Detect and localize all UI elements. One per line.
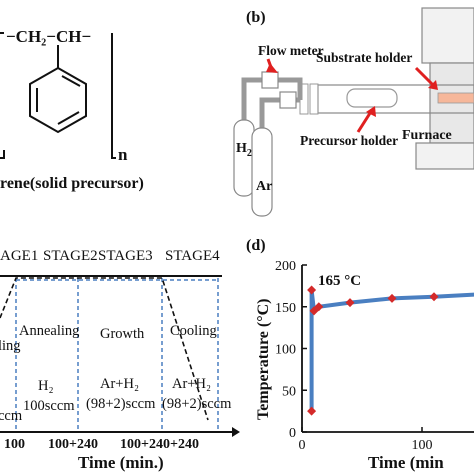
benzene-double-bond-2 xyxy=(57,111,80,125)
furnace-base xyxy=(415,142,474,170)
x-tick-label: 0 xyxy=(299,438,306,453)
cooling-gas: Ar+H₂ xyxy=(172,376,211,392)
mixed-gas-line xyxy=(278,77,303,100)
ar-label: Ar xyxy=(256,179,272,194)
x-tick-label: 100 xyxy=(412,438,433,453)
y-axis-label: Temperature (°C) xyxy=(255,299,272,420)
y-tick-label: 50 xyxy=(282,384,296,399)
substrate-holder-label: Substrate holder xyxy=(316,50,412,65)
flow-meter-label: Flow meter xyxy=(258,43,324,58)
substrate xyxy=(437,92,474,104)
phase-annealing: Annealing xyxy=(19,323,79,339)
precursor-arrowhead xyxy=(366,106,376,117)
furnace-label: Furnace xyxy=(402,128,452,143)
y-tick-label: 0 xyxy=(289,426,296,441)
benzene-double-bond-1 xyxy=(61,75,81,87)
substrate-arrowhead xyxy=(428,80,438,90)
data-point-marker xyxy=(387,293,397,303)
tick-100: 100 xyxy=(4,437,25,452)
precursor-holder-label: Precursor holder xyxy=(300,133,398,148)
tube-coupling-b xyxy=(309,83,319,115)
temperature-profile xyxy=(0,277,209,421)
panel-c-x-axis-arrow xyxy=(232,427,240,437)
y-tick-label: 200 xyxy=(275,259,296,274)
repeat-bracket-left-bottom xyxy=(0,150,5,159)
data-point-marker xyxy=(314,302,324,312)
annotation-165: 165 °C xyxy=(318,273,361,289)
y-ticks: 0 50 100 150 200 xyxy=(275,259,307,441)
flow-meter-arrowhead xyxy=(266,63,278,73)
data-point-marker xyxy=(429,292,439,302)
annealing-flow: 100sccm xyxy=(23,398,75,414)
flow-meter-h2 xyxy=(261,71,279,89)
phase-heating-fragment: ling xyxy=(0,338,21,354)
stage-label-1: AGE1 xyxy=(0,248,38,264)
y-tick-label: 100 xyxy=(275,343,296,358)
panel-d-label: (d) xyxy=(246,237,266,254)
benzene-ring xyxy=(29,66,87,134)
panel-c: AGE1 STAGE2 STAGE3 STAGE4 Annealing Grow… xyxy=(0,248,240,472)
panel-a-caption: rene(solid precursor) xyxy=(0,175,144,192)
panel-d-x-label: Time (min xyxy=(368,453,444,472)
growth-gas: Ar+H₂ xyxy=(100,376,139,392)
substrate-holder-arrow xyxy=(414,66,436,88)
flow-fragment: ccm xyxy=(0,408,23,424)
data-point-marker xyxy=(307,406,317,416)
y-tick-label: 150 xyxy=(275,301,296,316)
tick-100-240: 100+240 xyxy=(48,437,98,452)
panel-c-x-label: Time (min.) xyxy=(78,453,164,472)
stage-label-4: STAGE4 xyxy=(165,248,220,264)
furnace-top xyxy=(421,7,474,64)
phase-growth: Growth xyxy=(100,326,145,342)
polymer-chain-label: −CH₂−CH− xyxy=(6,27,91,46)
growth-flow: (98+2)sccm xyxy=(86,396,156,412)
h2-label: H2 xyxy=(236,141,252,159)
ar-cylinder xyxy=(251,127,273,217)
series-line xyxy=(309,289,474,412)
subscript-n: n xyxy=(118,145,128,164)
flow-meter-ar xyxy=(279,91,297,109)
annealing-gas: H₂ xyxy=(38,378,54,394)
panel-b-label: (b) xyxy=(246,9,266,26)
h2-gas-line xyxy=(241,77,262,120)
tick-100-240-240: 100+240+240 xyxy=(120,437,199,452)
series-markers xyxy=(307,285,439,416)
stage-dividers xyxy=(15,278,219,432)
stage-label-2: STAGE2 xyxy=(43,248,98,264)
panel-b: (b) H2 Ar Flow meter Substrate holder Pr… xyxy=(233,7,474,217)
data-point-marker xyxy=(345,298,355,308)
repeat-bracket-right xyxy=(111,33,116,159)
phase-cooling: Cooling xyxy=(170,323,217,339)
stage-label-3: STAGE3 xyxy=(98,248,153,264)
panel-a: −CH₂−CH− n rene(solid precursor) xyxy=(0,27,144,192)
precursor-holder xyxy=(346,88,398,108)
data-point-marker xyxy=(307,285,317,295)
cooling-flow: (98+2)sccm xyxy=(162,396,232,412)
ar-gas-line xyxy=(259,97,280,128)
